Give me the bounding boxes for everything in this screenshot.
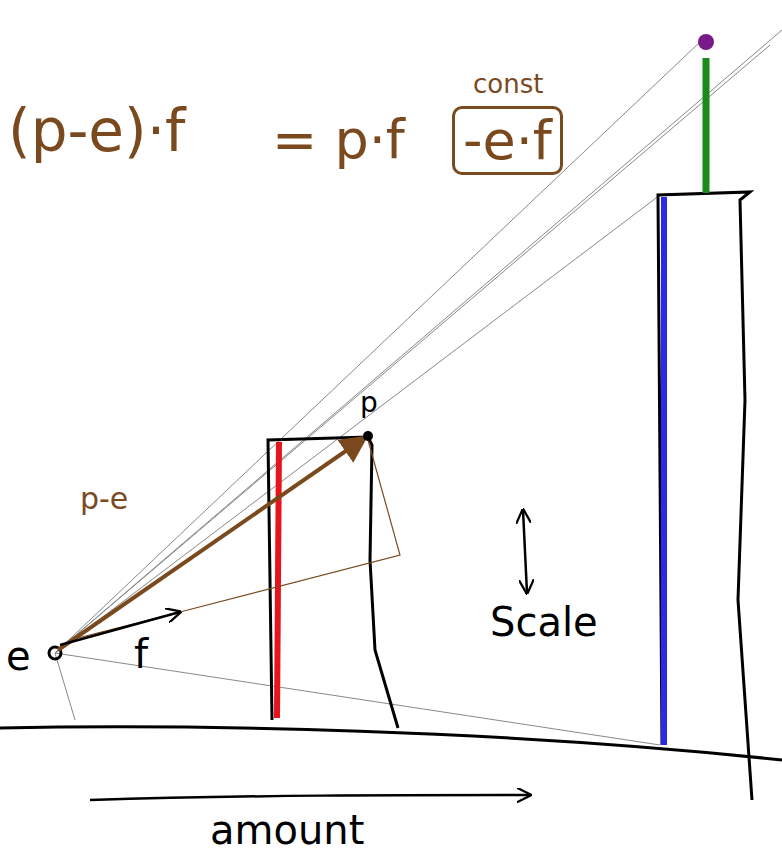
- projection: [70, 440, 400, 640]
- box-heading: const: [473, 69, 543, 99]
- scale-arrow: [523, 510, 527, 593]
- vector-p-e: [58, 437, 366, 650]
- sketch-label: p-e: [80, 482, 128, 515]
- sketch-label: f: [134, 632, 148, 676]
- near-building: [268, 437, 398, 728]
- antenna-tip: [698, 34, 714, 50]
- antenna: [703, 58, 710, 193]
- sketch-label: (p-e)·f: [8, 100, 186, 164]
- sketch-label: = p·f: [272, 110, 405, 169]
- sketch-label: Scale: [490, 600, 598, 644]
- sketch-label: amount: [210, 808, 364, 852]
- amount-arrow: [90, 795, 530, 800]
- constant-box: const-e·f: [452, 106, 563, 175]
- sketch-label: p: [360, 388, 378, 419]
- far-building: [658, 192, 752, 800]
- box-text: -e·f: [463, 111, 552, 170]
- sketch-label: e: [6, 634, 31, 678]
- near-height: [277, 442, 279, 718]
- point-p: [363, 431, 373, 441]
- far-height: [661, 197, 667, 745]
- vector-f: [60, 612, 180, 645]
